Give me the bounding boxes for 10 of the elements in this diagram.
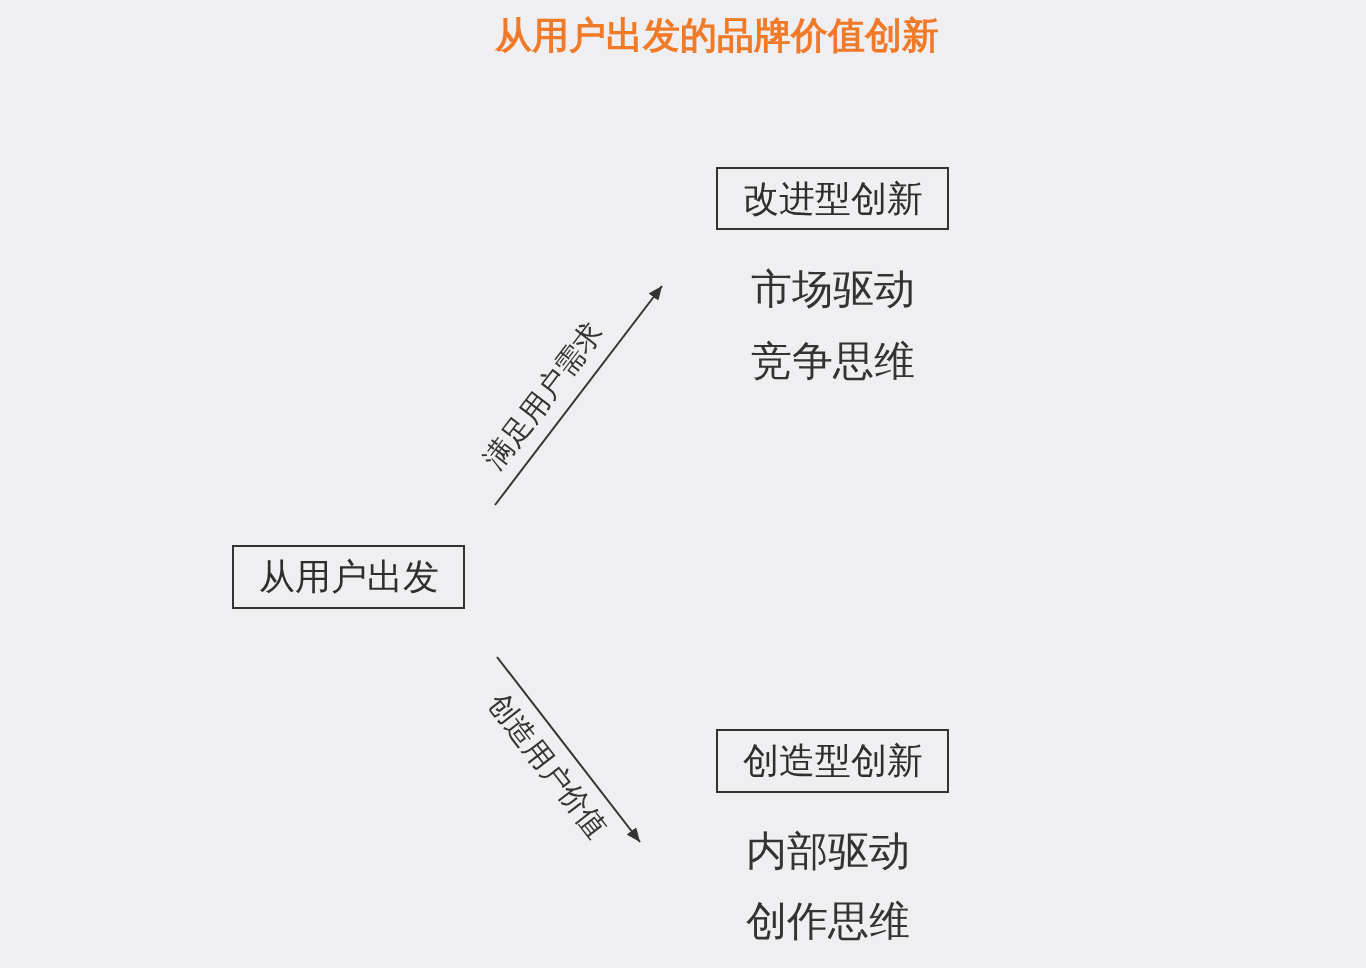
keyword-label: 竞争思维 [751,337,915,385]
keyword-label: 市场驱动 [751,265,915,313]
title: 从用户出发的品牌价值创新 [494,14,940,59]
keyword-label: 创作思维 [746,897,910,945]
arrow [494,285,663,506]
keyword-label: 内部驱动 [746,827,910,875]
text-box: 改进型创新 [716,167,949,230]
text-box: 创造型创新 [716,729,949,793]
arrow [496,656,641,843]
text-box: 从用户出发 [232,545,465,609]
